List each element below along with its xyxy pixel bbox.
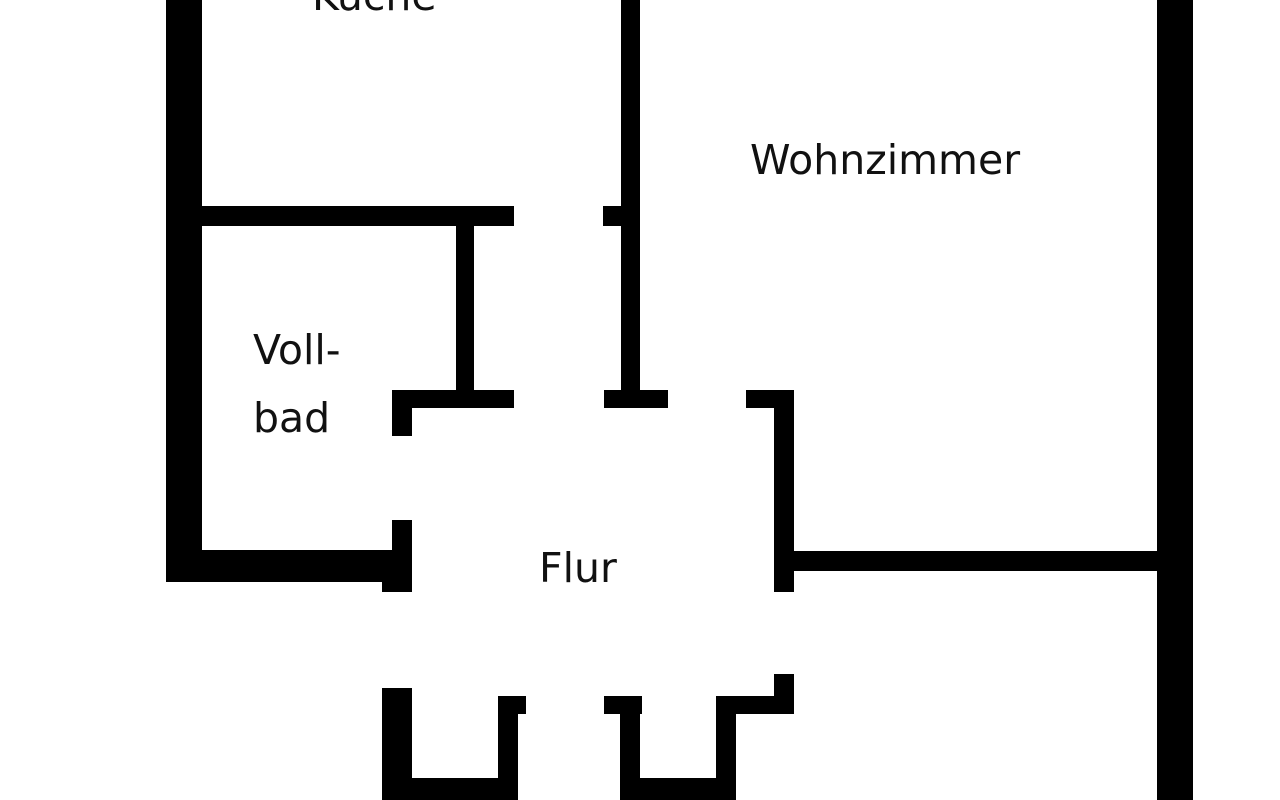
wall-stub-kitchen-door xyxy=(603,206,623,226)
wall-lower-mid-left xyxy=(620,696,640,800)
wall-left-outer xyxy=(166,0,202,582)
wall-bath-inner-vertical xyxy=(456,224,474,408)
wall-lower-left-bottom xyxy=(382,778,500,800)
wall-bath-door-top-jamb xyxy=(392,390,412,436)
wall-lower-left-inner xyxy=(498,696,518,800)
room-label-bath-line1: Voll- xyxy=(253,326,341,374)
room-label-bath-line2: bad xyxy=(253,394,331,442)
wall-right-outer xyxy=(1157,0,1193,800)
room-label-hall: Flur xyxy=(539,544,617,592)
room-label-bath: Voll- bad xyxy=(253,316,341,452)
wall-stub-living-bottom xyxy=(604,390,668,408)
wall-lower-right-stub xyxy=(774,674,794,714)
wall-lower-mid-right xyxy=(716,696,736,800)
wall-kitchen-living xyxy=(621,0,640,408)
wall-lower-mid-bottom xyxy=(620,778,718,800)
wall-living-door-vertical xyxy=(774,390,794,592)
room-label-kitchen: Küche xyxy=(312,0,437,21)
room-label-living: Wohnzimmer xyxy=(750,136,1021,184)
wall-living-bottom xyxy=(774,551,1160,571)
wall-bottom-left xyxy=(166,550,392,582)
wall-bath-bottom-foot xyxy=(382,558,412,592)
wall-kitchen-bottom xyxy=(200,206,514,226)
wall-bath-door-top xyxy=(392,390,514,408)
wall-lower-left-top-stub xyxy=(498,696,526,714)
